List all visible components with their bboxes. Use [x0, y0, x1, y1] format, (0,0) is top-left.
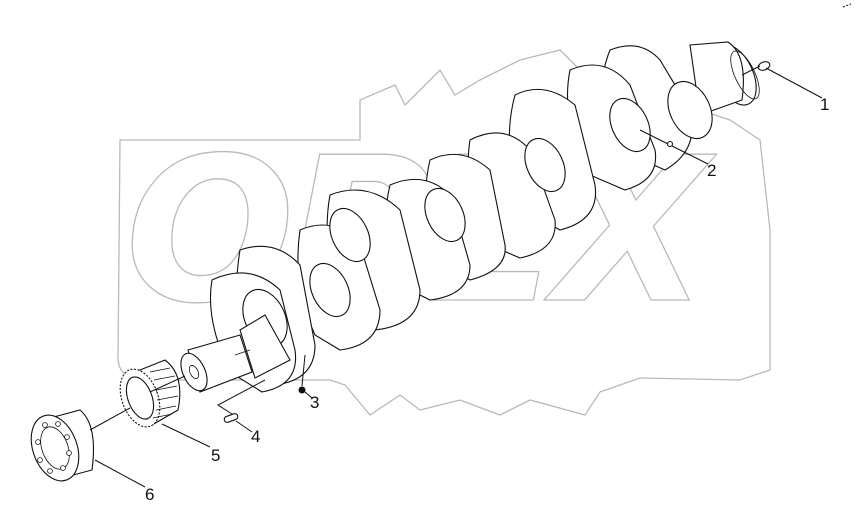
part-5-gear	[119, 359, 181, 428]
part-3-ball	[298, 386, 306, 394]
callout-5: 5	[211, 446, 220, 465]
corner-mark	[842, 3, 852, 8]
callout-6: 6	[145, 485, 154, 504]
callout-2: 2	[707, 161, 716, 180]
callout-leaders	[94, 67, 823, 488]
part-6-hub	[30, 409, 95, 482]
callout-labels: 1 2 3 4 5 6	[145, 95, 829, 504]
front-snout	[180, 314, 291, 393]
part-2-plug	[666, 140, 674, 148]
callout-3: 3	[310, 393, 319, 412]
crankshaft	[180, 41, 760, 393]
callout-4: 4	[251, 427, 260, 446]
assembly-lines	[89, 65, 761, 431]
callout-1: 1	[820, 95, 829, 114]
part-4-key	[223, 413, 239, 423]
journals	[242, 80, 713, 348]
